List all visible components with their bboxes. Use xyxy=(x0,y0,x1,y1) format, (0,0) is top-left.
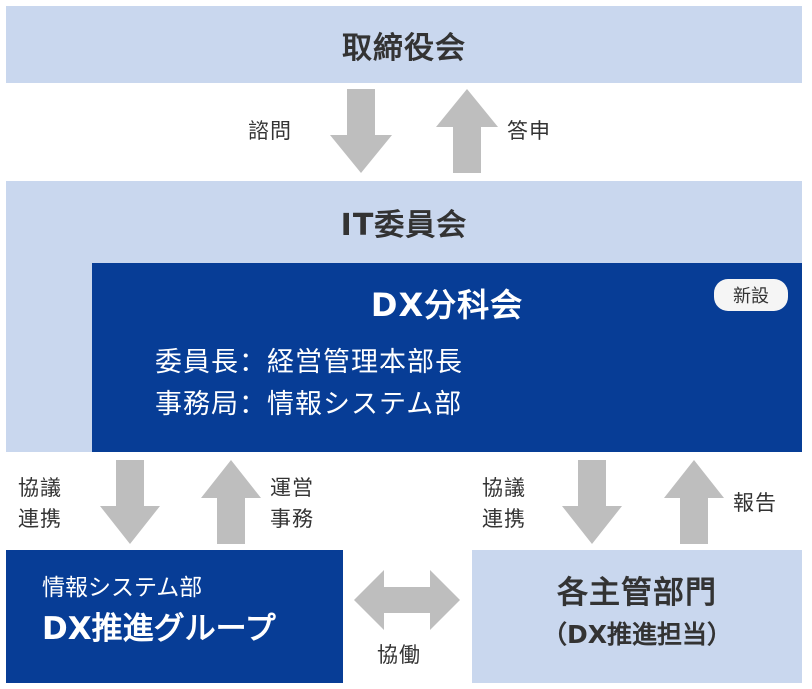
right-report-label: 報告 xyxy=(733,491,777,515)
left-down-arrow xyxy=(100,460,160,544)
dx-chair-line: 委員長：経営管理本部長 xyxy=(155,347,463,378)
new-badge: 新設 xyxy=(714,279,788,311)
board-title: 取締役会 xyxy=(342,30,466,66)
it-committee-title-wrap: IT委員会 xyxy=(6,181,802,263)
right-collab-label: 連携 xyxy=(482,507,526,531)
consultation-label: 諮問 xyxy=(248,119,292,143)
board-down-arrow-shape xyxy=(330,89,392,173)
left-up-arrow-shape xyxy=(201,460,261,544)
right-consult-collab-label: 協議 連携 xyxy=(482,473,526,535)
left-consult-label: 協議 xyxy=(18,476,62,500)
left-operation-label: 運営 事務 xyxy=(270,473,314,535)
departments-subtitle-wrap: （DX推進担当） xyxy=(472,611,802,655)
right-down-arrow xyxy=(562,460,622,544)
left-operation-label-line2: 事務 xyxy=(270,507,314,531)
right-down-arrow-shape xyxy=(562,460,622,544)
board-up-arrow xyxy=(436,89,498,173)
left-collab-label: 連携 xyxy=(18,507,62,531)
dx-subcommittee-title-wrap: DX分科会 xyxy=(92,274,802,332)
board-up-arrow-shape xyxy=(436,89,498,173)
left-up-arrow xyxy=(201,460,261,544)
report-back-label: 答申 xyxy=(507,119,551,143)
board-of-directors-box: 取締役会 xyxy=(6,6,802,83)
dx-group-subtitle: 情報システム部 xyxy=(42,575,203,601)
departments-title-wrap: 各主管部門 xyxy=(472,565,802,613)
dx-group-box xyxy=(6,550,343,683)
departments-title: 各主管部門 xyxy=(557,574,717,611)
board-down-arrow xyxy=(330,89,392,173)
right-consult-label: 協議 xyxy=(482,476,526,500)
right-up-arrow-shape xyxy=(664,460,724,544)
cooperation-double-arrow xyxy=(354,570,460,630)
departments-box xyxy=(472,550,802,683)
dx-secretariat-line: 事務局：情報システム部 xyxy=(155,389,463,420)
departments-subtitle: （DX推進担当） xyxy=(541,620,733,649)
dx-group-title: DX推進グループ xyxy=(42,611,276,647)
dx-subcommittee-box xyxy=(92,263,802,452)
dx-subcommittee-title: DX分科会 xyxy=(370,286,524,324)
left-down-arrow-shape xyxy=(100,460,160,544)
cooperation-label: 協働 xyxy=(377,643,421,667)
cooperation-double-arrow-shape xyxy=(354,570,460,630)
left-consult-collab-label: 協議 連携 xyxy=(18,473,62,535)
right-up-arrow xyxy=(664,460,724,544)
left-operation-label-line1: 運営 xyxy=(270,476,314,500)
it-committee-title: IT委員会 xyxy=(340,208,468,243)
